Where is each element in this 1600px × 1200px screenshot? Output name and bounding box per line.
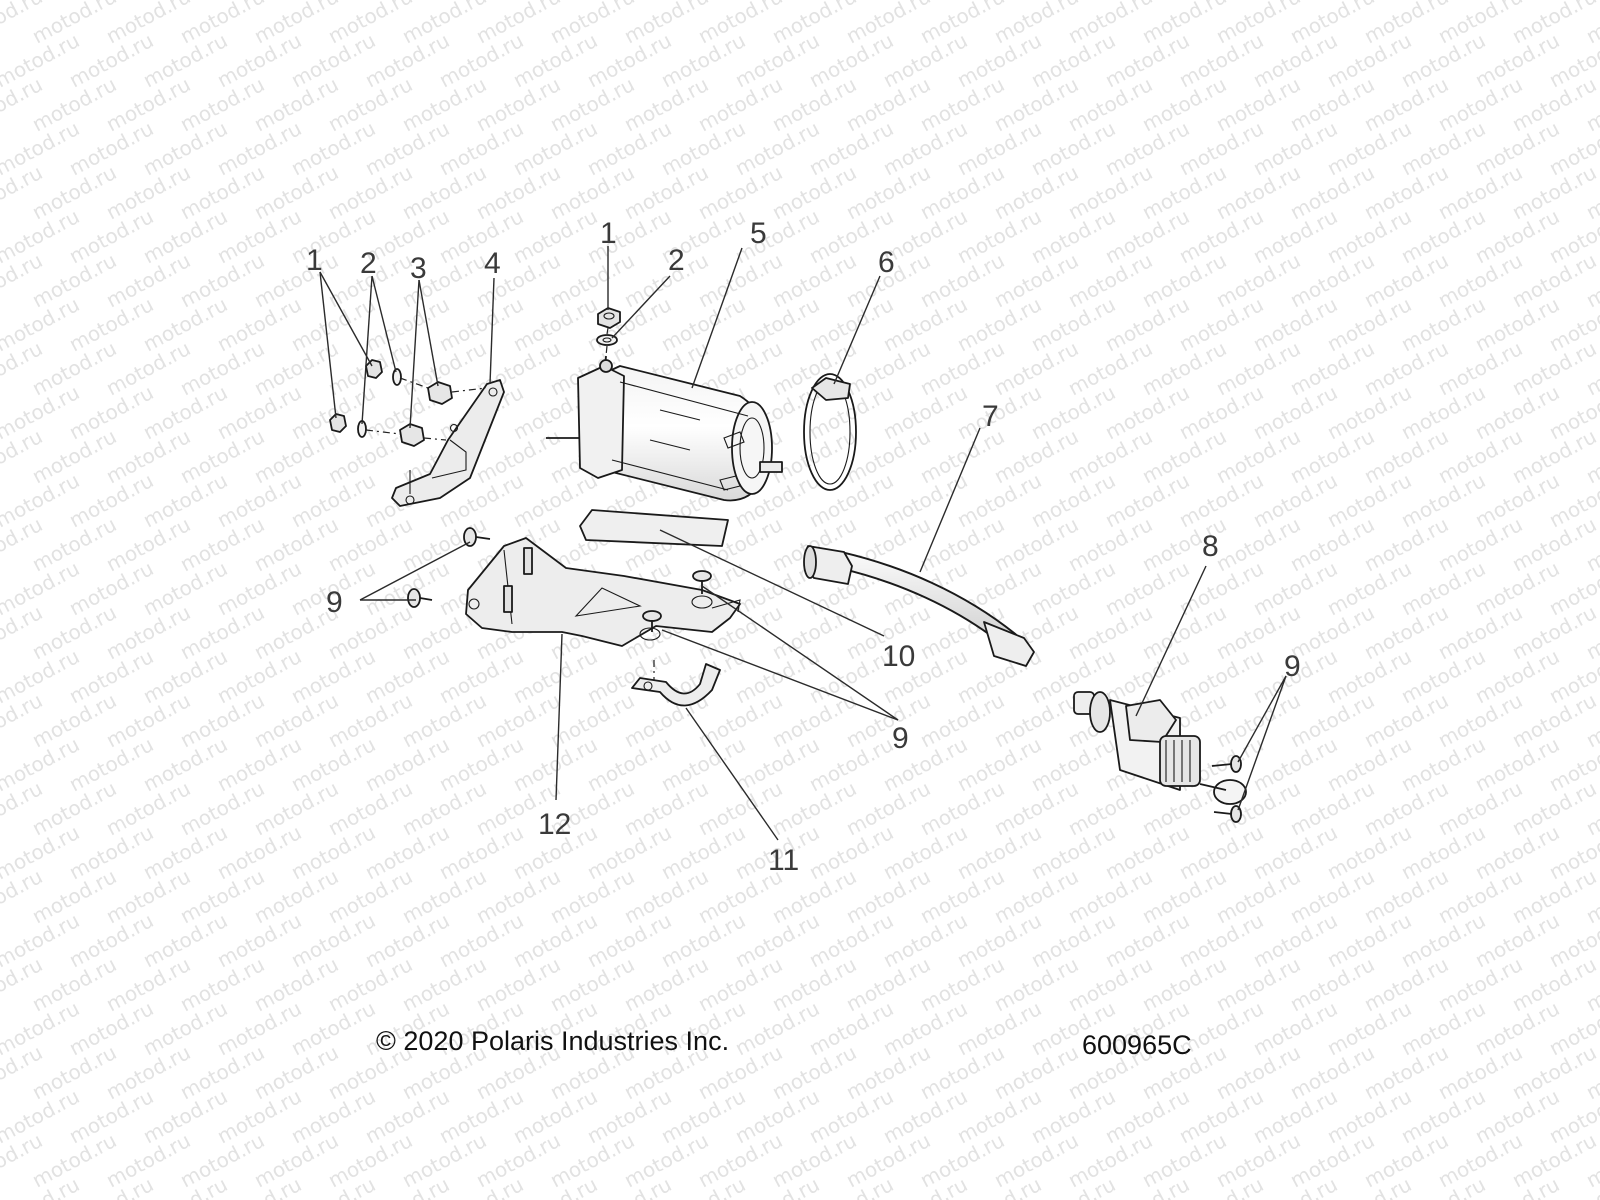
callout-label: 4 [484,247,501,280]
callout-label: 2 [668,244,685,277]
callout-label: 11 [768,844,799,877]
callout-label: 9 [326,586,343,619]
callout-label: 2 [360,247,377,280]
copyright-text: © 2020 Polaris Industries Inc. [376,1026,729,1056]
foam-pad-part [579,509,729,547]
callout-label: 1 [600,217,617,250]
callout-label: 7 [982,400,999,433]
callout-label: 9 [1284,650,1301,683]
callout-label: 5 [750,217,767,250]
terminal-nut-part [597,307,621,329]
callout-label: 6 [878,246,895,279]
callout-label: 8 [1202,530,1219,563]
callout-label: 1 [306,244,323,277]
callout-label: 9 [892,722,909,755]
callout-label: 10 [882,640,915,673]
callout-label: 3 [410,252,427,285]
callout-label: 12 [538,808,571,841]
diagram-number: 600965C [1082,1030,1192,1060]
